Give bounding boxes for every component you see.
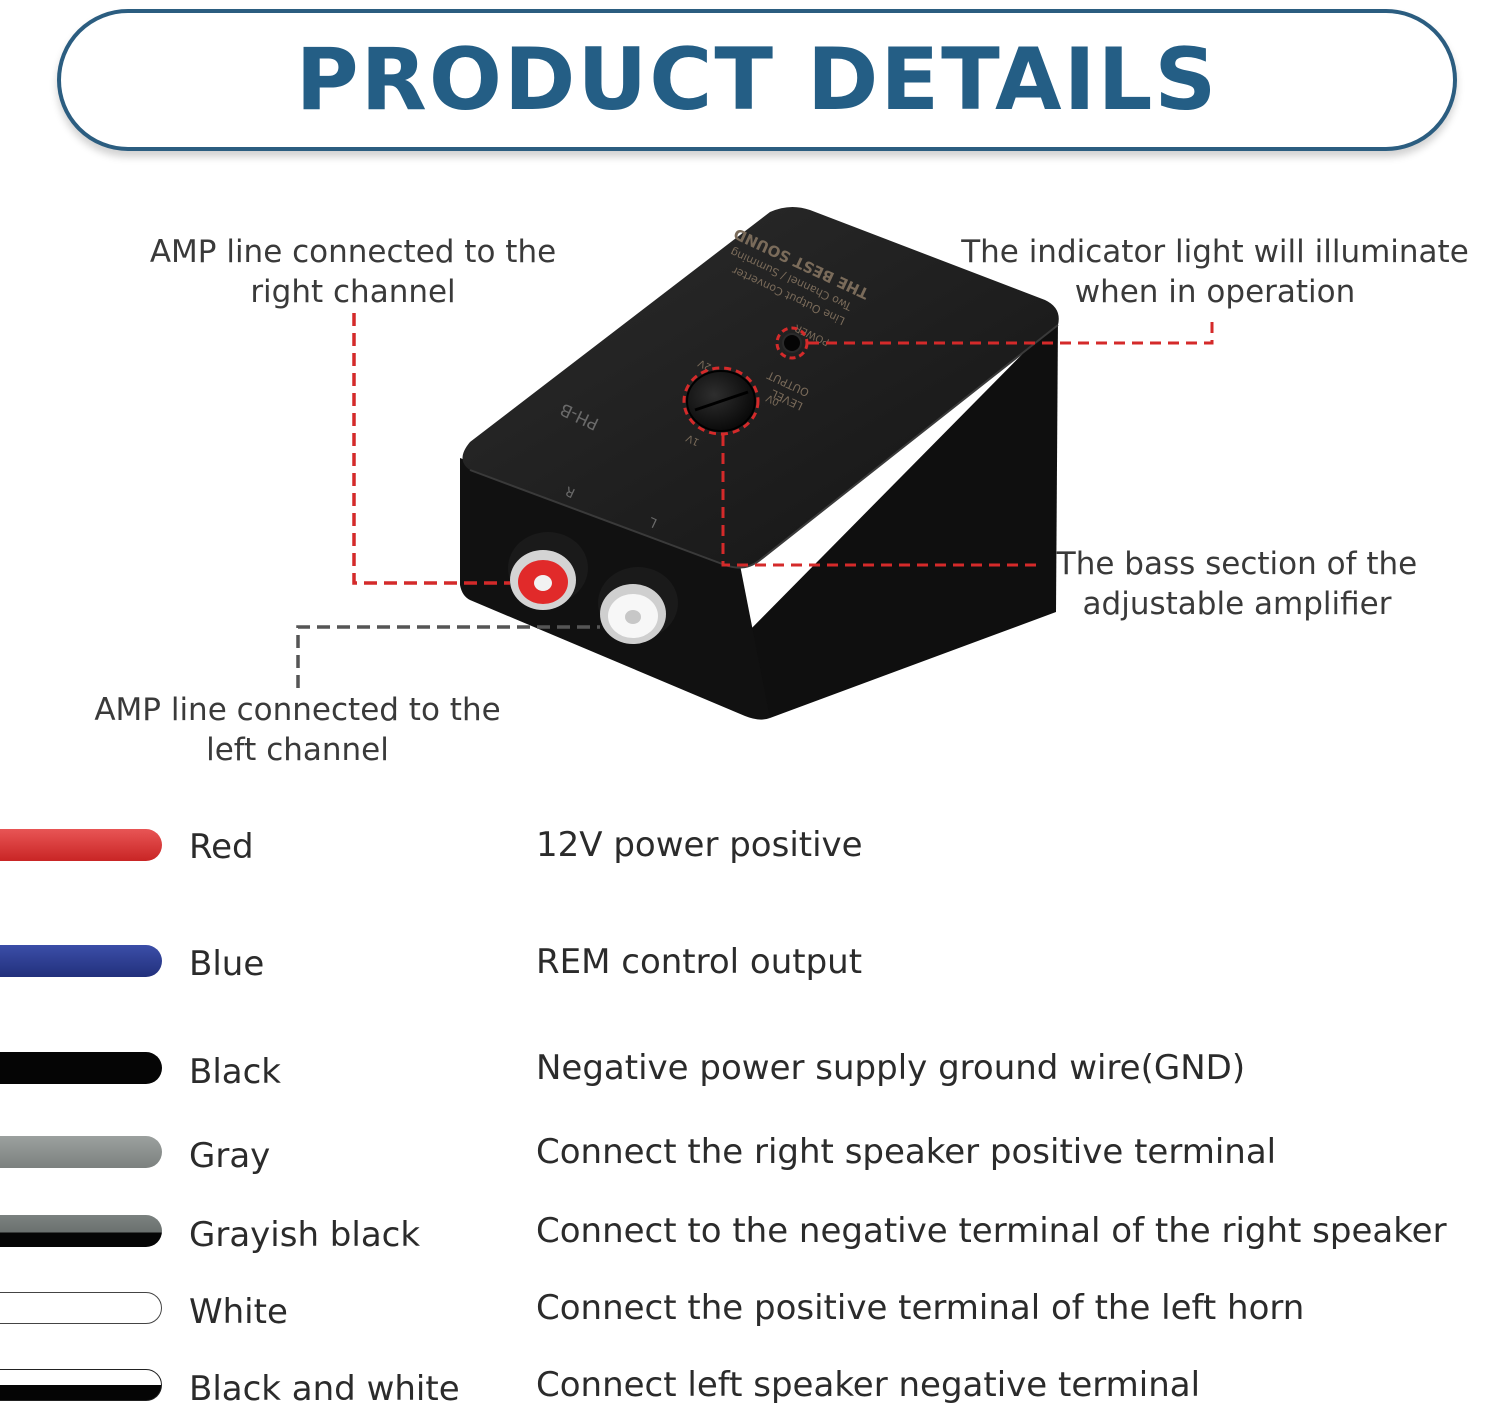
wire-name: White: [189, 1292, 288, 1332]
bass-leader: [721, 435, 1040, 567]
title-banner: PRODUCT DETAILS: [57, 9, 1457, 151]
callout-left-channel-line2: left channel: [206, 732, 389, 768]
callout-indicator-line1: The indicator light will illuminate: [961, 234, 1469, 270]
rca-jack-right-red: [508, 532, 588, 610]
callout-bass: The bass section of the adjustable ampli…: [1042, 544, 1432, 624]
wire-row-white: White Connect the positive terminal of t…: [0, 1288, 1500, 1350]
callout-bass-line1: The bass section of the: [1056, 546, 1418, 582]
level-1v: 1V: [685, 432, 702, 448]
wire-desc: Connect the positive terminal of the lef…: [536, 1288, 1305, 1328]
wire-name: Grayish black: [189, 1215, 421, 1255]
wire-desc: Connect the right speaker positive termi…: [536, 1132, 1277, 1172]
wire-swatch-blue: [0, 945, 162, 977]
callout-right-channel: AMP line connected to the right channel: [128, 232, 578, 312]
callout-indicator: The indicator light will illuminate when…: [945, 232, 1485, 312]
wire-desc: Connect left speaker negative terminal: [536, 1365, 1201, 1405]
wire-name: Blue: [189, 944, 265, 984]
level-0v: 0V: [765, 392, 782, 408]
wire-row-gray: Gray Connect the right speaker positive …: [0, 1132, 1500, 1194]
callout-left-channel-line1: AMP line connected to the: [94, 692, 501, 728]
wire-row-grayish-black: Grayish black Connect to the negative te…: [0, 1211, 1500, 1273]
wire-row-black-and-white: Black and white Connect left speaker neg…: [0, 1365, 1500, 1427]
callout-right-channel-line1: AMP line connected to the: [149, 234, 557, 270]
rca-jack-left-white: [598, 567, 678, 644]
wire-desc: Negative power supply ground wire(GND): [536, 1048, 1246, 1088]
wire-row-blue: Blue REM control output: [0, 942, 1500, 1002]
wire-swatch-grayish-black: [0, 1215, 162, 1247]
wire-name: Red: [189, 827, 254, 867]
wire-swatch-red: [0, 829, 162, 861]
level-2v: 2V: [697, 357, 714, 373]
left-channel-leader: [296, 625, 600, 688]
power-led-icon: [782, 333, 802, 353]
right-channel-leader: [352, 313, 510, 585]
callout-bass-line2: adjustable amplifier: [1082, 586, 1392, 622]
indicator-leader: [808, 316, 1214, 345]
wire-swatch-black-and-white: [0, 1369, 162, 1401]
callout-left-channel: AMP line connected to the left channel: [75, 690, 520, 770]
wire-desc: 12V power positive: [536, 825, 863, 865]
wire-swatch-black: [0, 1052, 162, 1084]
wire-row-red: Red 12V power positive: [0, 825, 1500, 885]
page-title: PRODUCT DETAILS: [295, 30, 1219, 130]
wire-name: Black and white: [189, 1369, 460, 1409]
wire-desc: REM control output: [536, 942, 863, 982]
wire-desc: Connect to the negative terminal of the …: [536, 1211, 1447, 1251]
wire-name: Black: [189, 1052, 281, 1092]
wire-row-black: Black Negative power supply ground wire(…: [0, 1048, 1500, 1110]
wire-swatch-gray: [0, 1136, 162, 1168]
callout-right-channel-line2: right channel: [250, 274, 456, 310]
wire-swatch-white: [0, 1292, 162, 1324]
device-top-face: [462, 206, 1059, 568]
callout-indicator-line2: when in operation: [1074, 274, 1356, 310]
converter-device-illustration: THE BEST SOUND Two Channel / Summing Lin…: [296, 206, 1214, 720]
wire-name: Gray: [189, 1136, 271, 1176]
